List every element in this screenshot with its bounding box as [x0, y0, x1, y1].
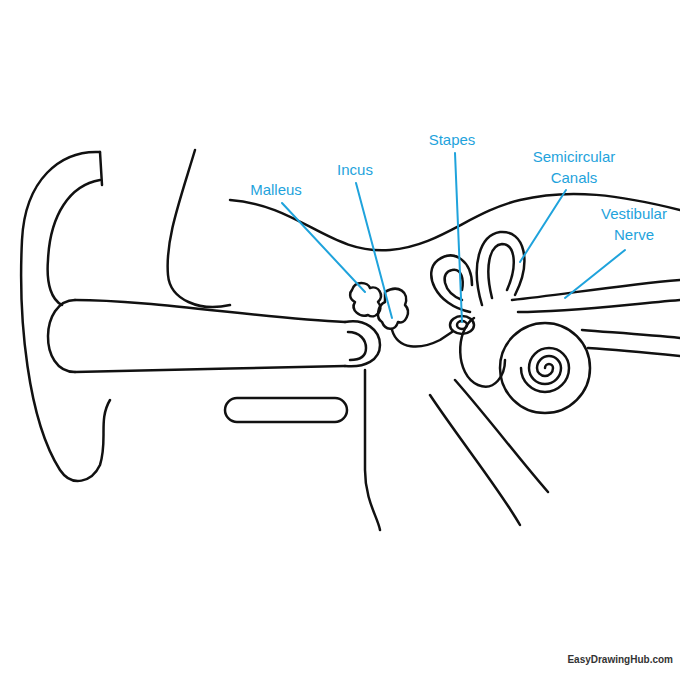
incus	[378, 289, 408, 329]
part-label: Stapes	[412, 129, 492, 150]
canal-loop	[477, 232, 525, 305]
ear-outline	[21, 150, 680, 530]
nerve-fiber	[588, 348, 680, 356]
canal-loop	[431, 256, 472, 312]
cochlea-spiral	[521, 348, 569, 392]
malleus	[350, 283, 381, 316]
cochlea	[500, 323, 590, 413]
eustachian-bottom	[430, 395, 520, 525]
ear-canal-bottom	[75, 366, 345, 372]
head-lobe	[168, 150, 230, 307]
nerve-fiber	[512, 280, 680, 300]
leader-line	[565, 250, 625, 298]
canal-loop	[488, 244, 513, 298]
ear-canal-end	[48, 300, 75, 372]
nerve-fiber	[582, 330, 680, 338]
part-label: Malleus	[216, 179, 336, 200]
part-label: Incus	[315, 159, 395, 180]
eustachian-top	[455, 380, 548, 492]
leader-line	[520, 190, 566, 262]
vestibule	[460, 318, 505, 387]
lower-bone	[225, 398, 347, 422]
part-label: Semicircular Canals	[524, 146, 624, 188]
leader-line	[356, 183, 392, 318]
lower-line	[365, 370, 380, 530]
pinna-inner	[48, 180, 100, 305]
pinna-outer	[21, 152, 110, 481]
nerve-fiber	[518, 300, 680, 312]
head-line	[100, 152, 102, 185]
leader-line	[282, 203, 365, 292]
ear-canal-top	[75, 300, 345, 322]
watermark: EasyDrawingHub.com	[543, 654, 673, 666]
leader-line	[455, 153, 462, 322]
part-label: Vestibular Nerve	[591, 203, 677, 245]
bone-line	[230, 194, 680, 250]
eardrum-inner	[348, 332, 366, 360]
eardrum	[345, 321, 380, 366]
ossicle-link	[392, 330, 452, 347]
